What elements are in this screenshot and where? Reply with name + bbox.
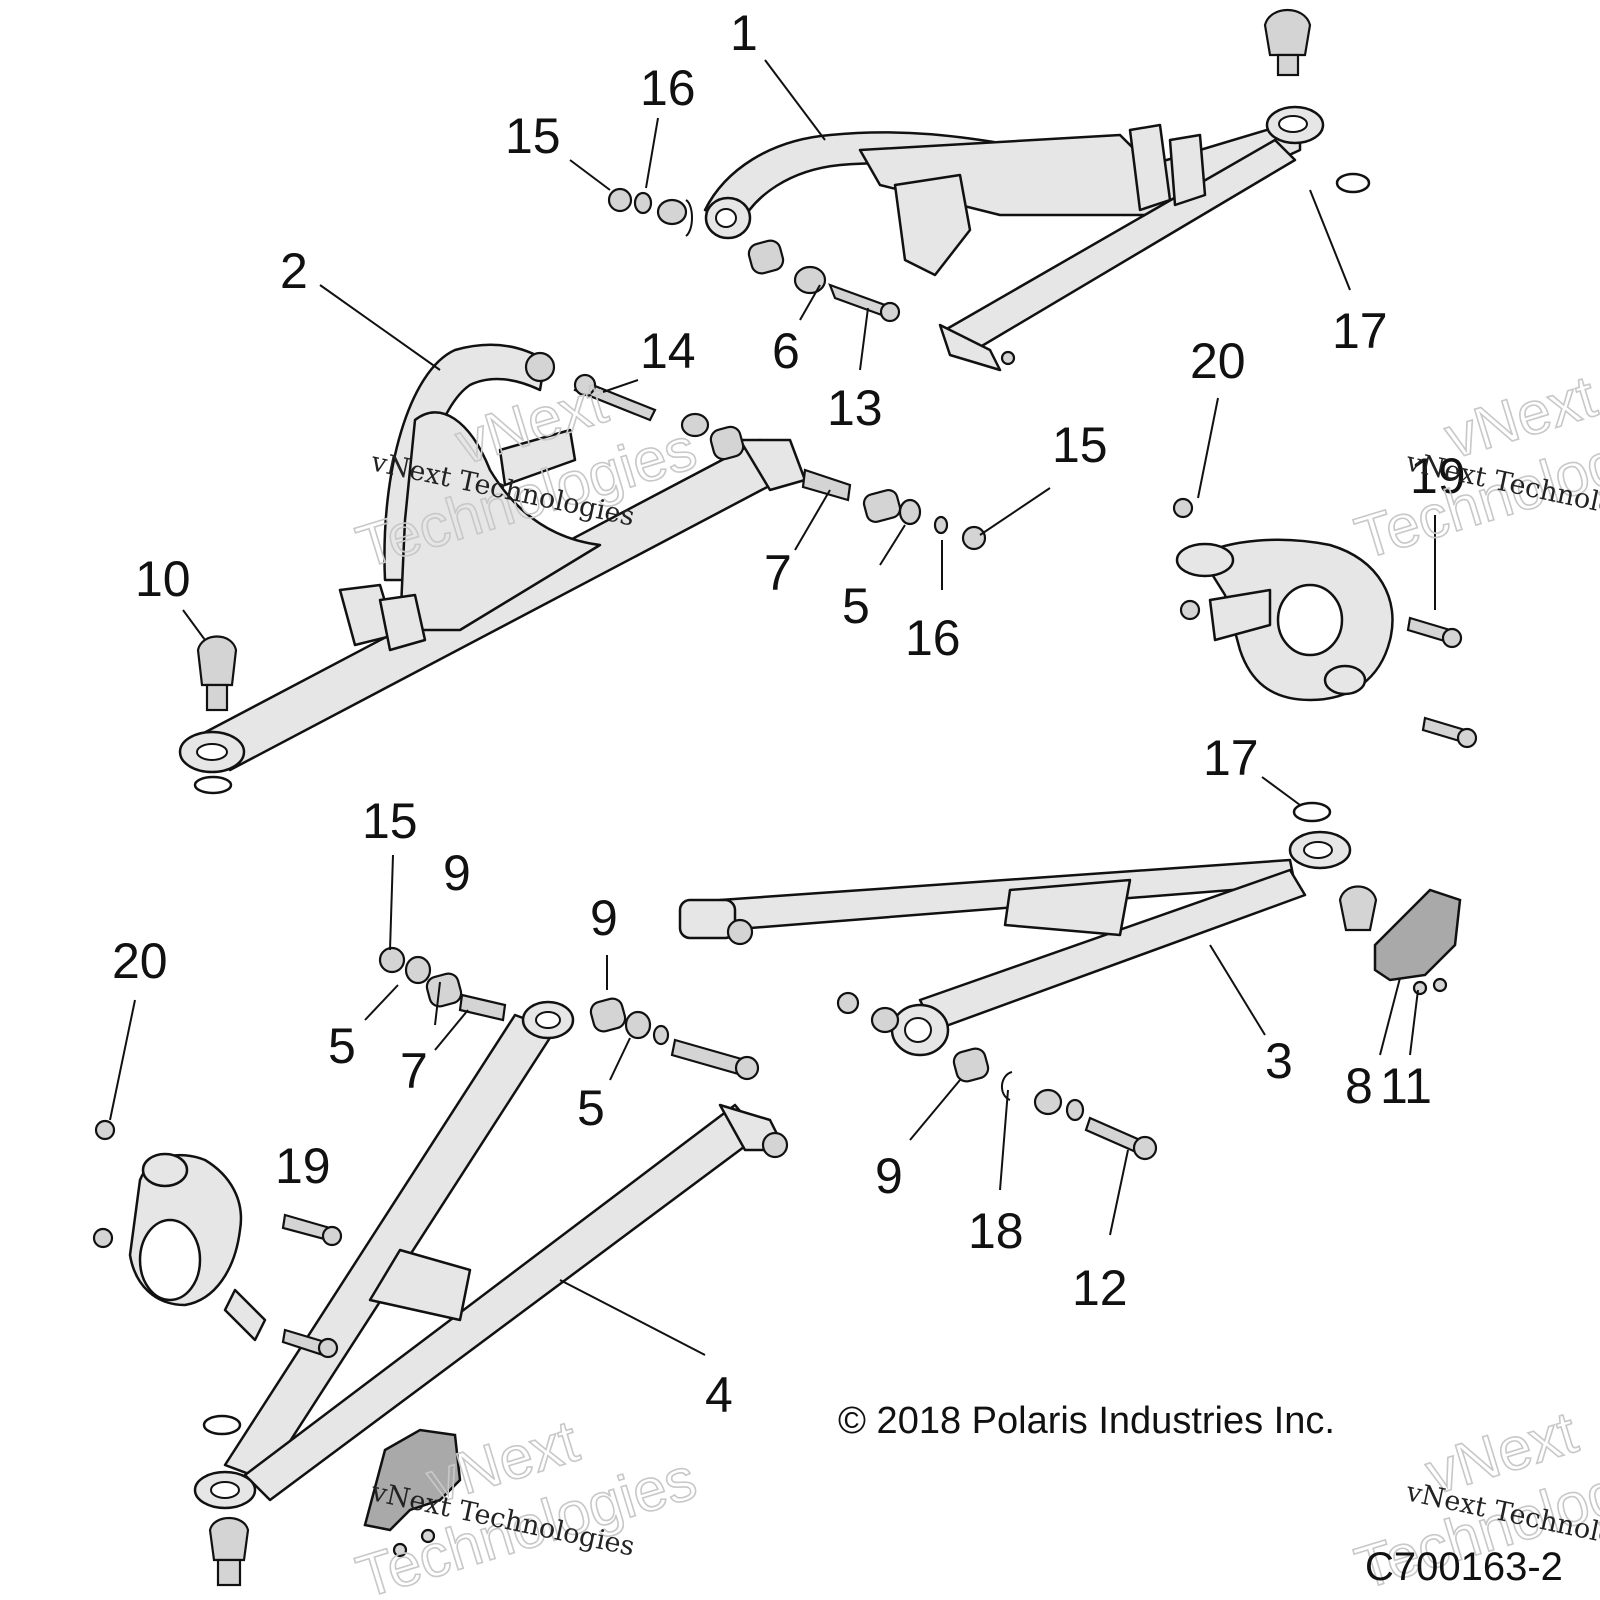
upper-right-a-arm — [703, 105, 1325, 372]
callout-15-a: 15 — [505, 108, 561, 164]
callout-12: 12 — [1072, 1260, 1128, 1316]
callout-6: 6 — [772, 323, 800, 379]
callout-5-a: 5 — [842, 578, 870, 634]
callout-2: 2 — [280, 243, 308, 299]
callout-10: 10 — [135, 551, 191, 607]
left-steering-knuckle — [128, 1152, 267, 1342]
callout-17-a: 17 — [1332, 303, 1388, 359]
callout-8: 8 — [1345, 1058, 1373, 1114]
callout-16-b: 16 — [905, 610, 961, 666]
guard-plate-left — [363, 1428, 462, 1532]
callout-9-b: 9 — [590, 890, 618, 946]
callout-18: 18 — [968, 1203, 1024, 1259]
callout-9-c: 9 — [875, 1148, 903, 1204]
callout-5-b: 5 — [328, 1018, 356, 1074]
callout-numbers: 1 2 3 4 5 5 5 6 7 7 8 9 9 9 10 11 12 13 … — [112, 5, 1466, 1423]
callout-20-b: 20 — [112, 933, 168, 989]
copyright-notice: © 2018 Polaris Industries Inc. — [838, 1400, 1335, 1442]
callout-5-c: 5 — [577, 1080, 605, 1136]
ball-joints — [196, 9, 1378, 1587]
callout-7-b: 7 — [400, 1043, 428, 1099]
callout-4: 4 — [705, 1367, 733, 1423]
callout-15-b: 15 — [1052, 417, 1108, 473]
callout-13: 13 — [827, 380, 883, 436]
callout-19-b: 19 — [275, 1138, 331, 1194]
lower-left-a-arm — [193, 1000, 789, 1510]
leader-lines — [109, 59, 1436, 1356]
lower-right-a-arm — [678, 830, 1352, 1057]
callout-3: 3 — [1265, 1033, 1293, 1089]
hardware — [92, 172, 1478, 1558]
figure-id: C700163-2 — [1365, 1545, 1563, 1589]
callout-14: 14 — [640, 323, 696, 379]
callout-16-a: 16 — [640, 60, 696, 116]
callout-9-a: 9 — [443, 845, 471, 901]
right-steering-knuckle — [1175, 538, 1394, 702]
callout-15-c: 15 — [362, 793, 418, 849]
callout-1: 1 — [730, 5, 758, 61]
guard-plate-right — [1373, 888, 1462, 982]
callout-7-a: 7 — [764, 545, 792, 601]
upper-left-a-arm — [178, 343, 807, 774]
callout-19-a: 19 — [1410, 448, 1466, 504]
callout-11: 11 — [1380, 1058, 1432, 1114]
callout-17-b: 17 — [1203, 730, 1259, 786]
callout-20-a: 20 — [1190, 333, 1246, 389]
